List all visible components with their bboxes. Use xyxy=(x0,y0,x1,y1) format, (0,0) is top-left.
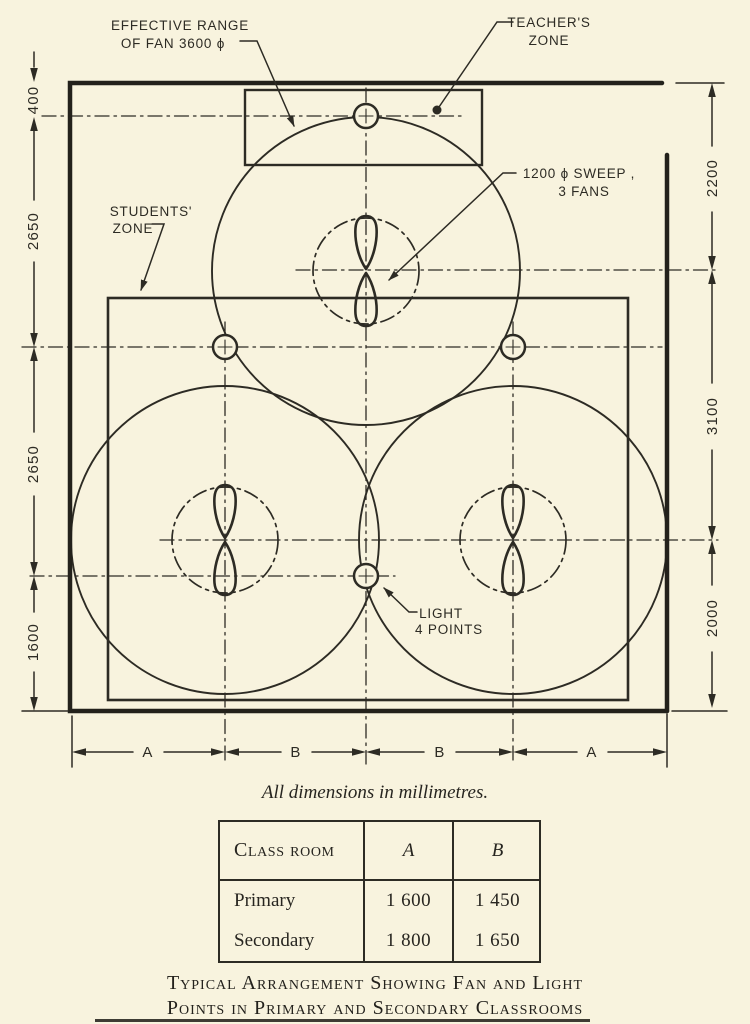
table-header-b: B xyxy=(454,822,541,881)
fan-symbol-left xyxy=(171,483,279,597)
light-symbol-bottom xyxy=(352,562,380,590)
table-header-a: A xyxy=(365,822,454,881)
label-sweep-2: 3 FANS xyxy=(558,184,609,199)
label-effective-range-1: EFFECTIVE RANGE xyxy=(111,18,249,33)
leader-sweep xyxy=(388,172,517,281)
dim-bottom-a1: A xyxy=(142,744,153,761)
label-light-2: 4 POINTS xyxy=(415,622,483,637)
range-circle-top xyxy=(211,116,521,426)
leader-teachers-zone xyxy=(438,21,514,108)
dim-left-400: 400 xyxy=(25,86,42,115)
dimensions-note: All dimensions in millimetres. xyxy=(261,782,489,803)
dim-right-2000: 2000 xyxy=(704,599,721,637)
table-header-classroom: Class room xyxy=(220,822,365,881)
table-row-primary-b: 1 450 xyxy=(474,890,521,911)
label-students-zone-2: ZONE xyxy=(113,221,154,236)
leader-lines xyxy=(140,21,517,613)
label-teachers-zone-2: ZONE xyxy=(529,33,570,48)
room-walls xyxy=(67,80,670,714)
label-students-zone-1: STUDENTS' xyxy=(110,204,193,219)
figure-caption-line-2: Points in Primary and Secondary Classroo… xyxy=(166,997,584,1019)
dimension-chain-bottom xyxy=(71,713,668,768)
leader-effective-range xyxy=(239,40,295,127)
fan-symbol-right xyxy=(459,483,567,597)
fan-symbol-top xyxy=(312,214,420,328)
classroom-dimensions-table: Class room A B Primary 1 600 1 450 Secon… xyxy=(218,820,541,963)
light-symbols xyxy=(211,102,527,590)
table-row-secondary-label: Secondary xyxy=(220,921,365,961)
light-symbol-mid-right xyxy=(499,333,527,361)
figure-caption: Typical Arrangement Showing Fan and Ligh… xyxy=(0,971,750,1021)
leader-light xyxy=(383,587,418,613)
label-light-1: LIGHT xyxy=(419,606,463,621)
students-zone-rect xyxy=(106,296,630,702)
table-row-primary-label: Primary xyxy=(220,881,365,921)
light-symbol-top xyxy=(352,102,380,130)
teachers-zone-rect xyxy=(243,88,484,167)
dim-arrows-left xyxy=(30,68,38,711)
fan-blades xyxy=(213,483,237,597)
dim-bottom-a2: A xyxy=(586,744,597,761)
dim-left-2650a: 2650 xyxy=(25,212,42,250)
light-symbol-mid-left xyxy=(211,333,239,361)
table-row-secondary-a: 1 800 xyxy=(365,921,454,961)
dim-arrows-right xyxy=(708,83,716,708)
leader-dot-teachers-zone xyxy=(432,105,442,115)
label-sweep-1: 1200 ϕ SWEEP , xyxy=(523,166,635,181)
label-teachers-zone-1: TEACHER'S xyxy=(507,15,590,30)
dim-left-2650b: 2650 xyxy=(25,445,42,483)
table-row-primary-a: 1 600 xyxy=(365,881,454,921)
dimension-chain-left xyxy=(21,51,69,712)
center-lines xyxy=(21,87,719,765)
dim-bottom-b1: B xyxy=(290,744,301,761)
leader-students-zone xyxy=(140,223,166,291)
dim-arrows-bottom xyxy=(72,748,667,756)
dim-bottom-b2: B xyxy=(434,744,445,761)
table-row-secondary-b: 1 650 xyxy=(474,930,521,951)
page-bottom-rule xyxy=(95,1019,590,1022)
dim-left-1600: 1600 xyxy=(25,623,42,661)
figure-caption-line-1: Typical Arrangement Showing Fan and Ligh… xyxy=(166,972,584,994)
plan-drawing: 400 2650 2650 1600 2200 3100 2000 xyxy=(21,15,728,768)
dim-right-3100: 3100 xyxy=(704,397,721,435)
fan-blades xyxy=(501,483,525,597)
fan-blades xyxy=(354,214,378,328)
dimension-chain-right xyxy=(671,82,728,712)
label-effective-range-2: OF FAN 3600 ϕ xyxy=(121,36,225,51)
dim-right-2200: 2200 xyxy=(704,159,721,197)
